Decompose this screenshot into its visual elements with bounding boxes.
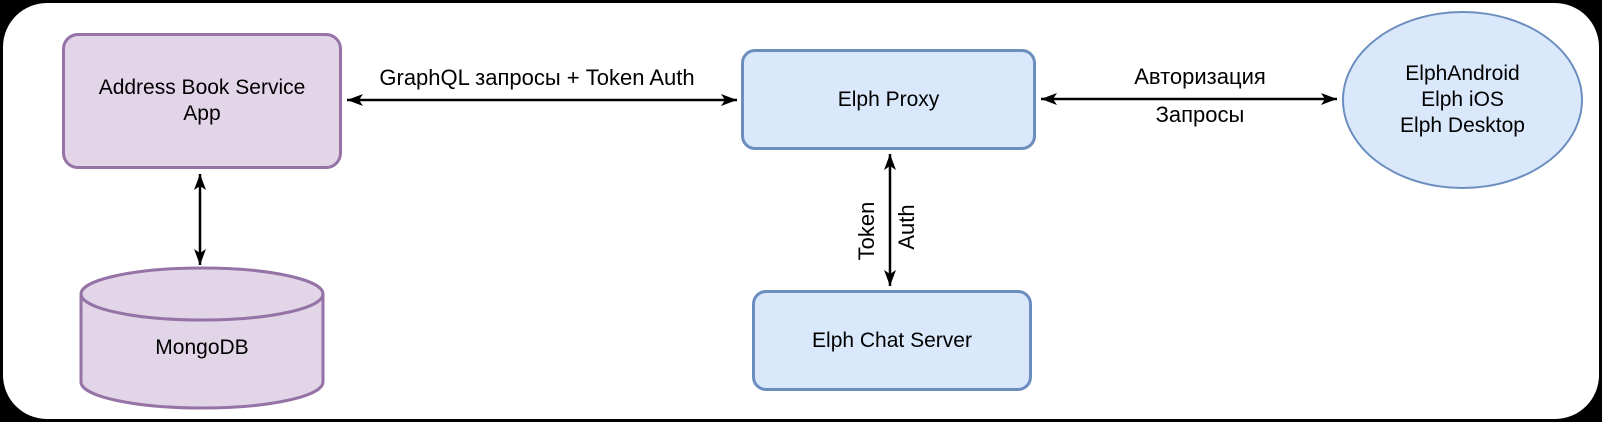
edge-label-token: Token [854,201,879,261]
edge-label-graphql-token-auth: GraphQL запросы + Token Auth [379,65,695,90]
node-mongodb: MongoDB [81,320,323,376]
node-address-book-label: Address Book Service App [98,76,306,125]
edge-label-authorization: Авторизация [1134,64,1266,89]
node-elph-chat-server-label: Elph Chat Server [812,328,972,352]
node-mongodb-cylinder [79,266,325,410]
node-clients-ellipse: ElphAndroid Elph iOS Elph Desktop [1342,11,1583,189]
cylinder-top-rim-shape [79,293,325,322]
edge-label-auth: Auth [894,204,919,250]
edge-label-requests: Запросы [1155,102,1245,127]
node-mongodb-label: MongoDB [155,336,249,359]
cylinder-body-shape [79,266,325,410]
node-elph-chat-server: Elph Chat Server [752,290,1032,391]
node-elph-proxy: Elph Proxy [741,49,1036,150]
node-elph-proxy-label: Elph Proxy [837,87,940,111]
node-clients-label: ElphAndroid Elph iOS Elph Desktop [1400,62,1525,137]
node-address-book-service-app: Address Book Service App [62,33,342,169]
